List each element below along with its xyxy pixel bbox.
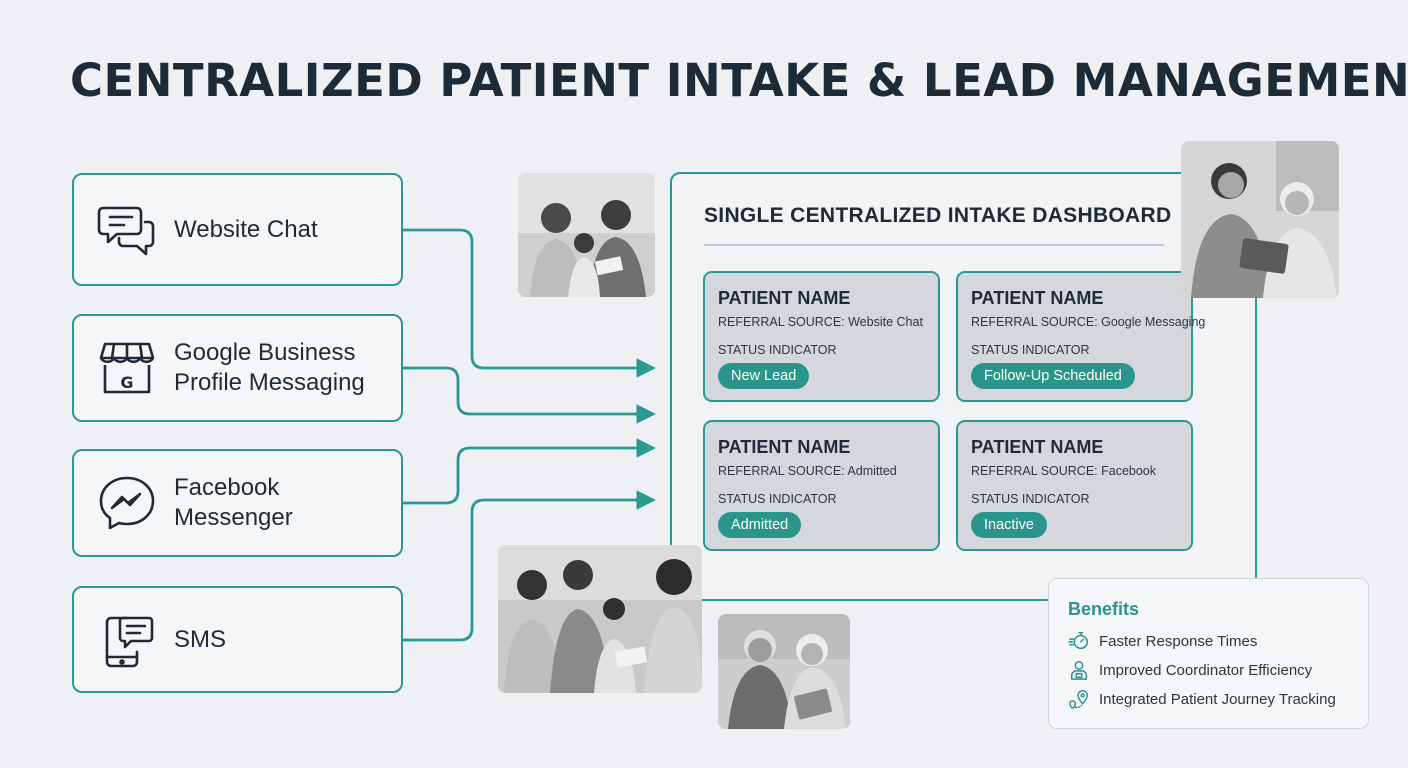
family-consultation-photo	[498, 545, 702, 693]
dashboard-divider	[704, 244, 1164, 246]
channel-label: Google Business Profile Messaging	[174, 339, 365, 396]
channel-label: Website Chat	[174, 215, 318, 243]
patient-card[interactable]: PATIENT NAME REFERRAL SOURCE: Admitted S…	[703, 420, 940, 551]
status-label: STATUS INDICATOR	[971, 492, 1090, 506]
benefit-text: Integrated Patient Journey Tracking	[1099, 690, 1336, 708]
referral-source: REFERRAL SOURCE: Website Chat	[718, 315, 923, 329]
messenger-icon	[96, 472, 158, 534]
status-badge: Follow-Up Scheduled	[971, 363, 1135, 389]
connector-facebook	[403, 438, 656, 505]
patient-name: PATIENT NAME	[971, 288, 1104, 308]
status-label: STATUS INDICATOR	[718, 492, 837, 506]
benefit-text: Faster Response Times	[1099, 632, 1258, 650]
chat-bubbles-icon	[96, 199, 158, 261]
svg-text:G: G	[120, 373, 133, 392]
channel-label: SMS	[174, 625, 227, 653]
intake-dashboard: SINGLE CENTRALIZED INTAKE DASHBOARD PATI…	[670, 172, 1257, 601]
storefront-icon: G	[96, 337, 158, 399]
coordinator-icon	[1067, 658, 1091, 682]
connector-google	[403, 366, 656, 424]
channel-google-business: G Google Business Profile Messaging	[72, 314, 403, 422]
channel-facebook-messenger: Facebook Messenger	[72, 449, 403, 557]
patient-card[interactable]: PATIENT NAME REFERRAL SOURCE: Google Mes…	[956, 271, 1205, 402]
status-badge: New Lead	[718, 363, 810, 389]
status-badge: Inactive	[971, 512, 1047, 538]
family-photo	[518, 173, 655, 297]
benefits-title: Benefits	[1068, 599, 1140, 619]
benefit-item: Faster Response Times	[1067, 629, 1257, 653]
channel-label: Facebook Messenger	[174, 474, 293, 531]
status-label: STATUS INDICATOR	[971, 343, 1090, 357]
patient-card[interactable]: PATIENT NAME REFERRAL SOURCE: Facebook S…	[956, 420, 1193, 551]
patient-name: PATIENT NAME	[971, 437, 1104, 457]
patient-name: PATIENT NAME	[718, 288, 851, 308]
referral-source: REFERRAL SOURCE: Facebook	[971, 464, 1157, 478]
benefits-panel: Benefits Faster Response Times Improved …	[1048, 578, 1369, 729]
journey-pin-icon	[1067, 687, 1091, 711]
benefit-text: Improved Coordinator Efficiency	[1099, 661, 1313, 679]
patient-card[interactable]: PATIENT NAME REFERRAL SOURCE: Website Ch…	[703, 271, 940, 402]
status-badge: Admitted	[718, 512, 802, 538]
referral-source: REFERRAL SOURCE: Google Messaging	[971, 315, 1206, 329]
nurse-elderly-photo	[1181, 141, 1339, 298]
referral-source: REFERRAL SOURCE: Admitted	[718, 464, 897, 478]
channel-sms: SMS	[72, 586, 403, 693]
patient-name: PATIENT NAME	[718, 437, 851, 457]
elderly-couple-photo	[718, 614, 850, 729]
benefit-item: Integrated Patient Journey Tracking	[1067, 687, 1336, 711]
benefit-item: Improved Coordinator Efficiency	[1067, 658, 1312, 682]
status-label: STATUS INDICATOR	[718, 343, 837, 357]
stopwatch-icon	[1067, 629, 1091, 653]
page-title: CENTRALIZED PATIENT INTAKE & LEAD MANAGE…	[70, 54, 1408, 107]
dashboard-title: SINGLE CENTRALIZED INTAKE DASHBOARD	[704, 204, 1172, 227]
channel-website-chat: Website Chat	[72, 173, 403, 286]
phone-message-icon	[96, 609, 158, 671]
